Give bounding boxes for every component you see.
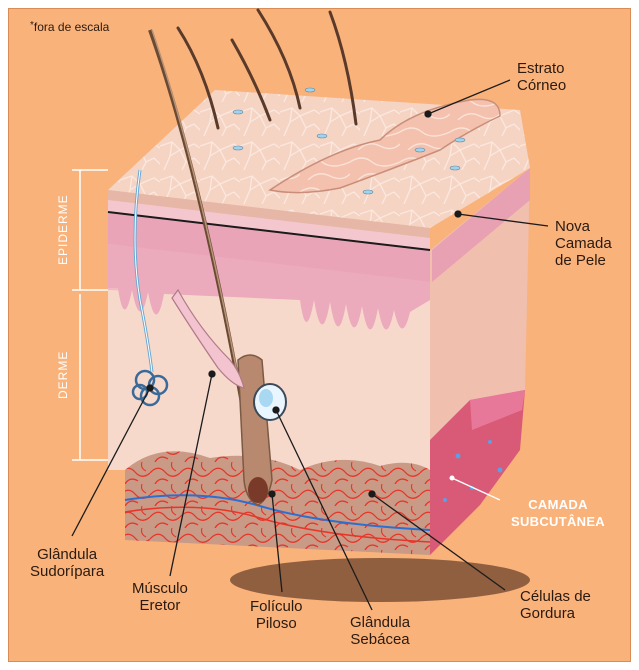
dermis-label: DERME [56,345,70,399]
layer-brackets [72,170,108,460]
scale-note: *fora de escala [30,20,109,34]
scale-note-text: fora de escala [34,20,109,34]
hair-bulb [248,477,268,503]
shadow [230,558,530,602]
epidermis-label: EPIDERME [56,195,70,265]
